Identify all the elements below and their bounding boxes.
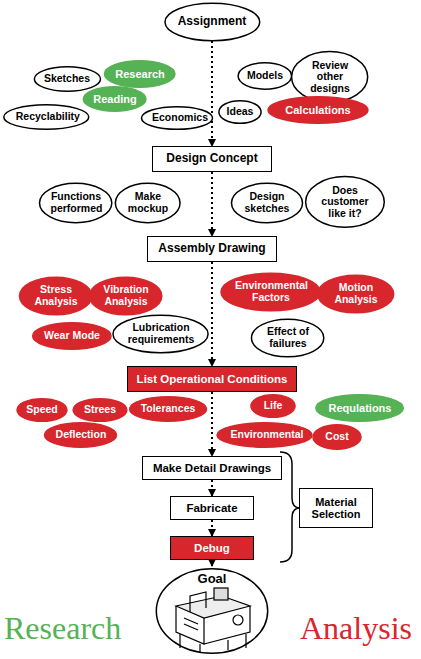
ellipse-node: Assignment — [163, 2, 262, 42]
node-label: Cost — [325, 431, 348, 443]
process-box: Material Selection — [299, 488, 373, 528]
process-box: Make Detail Drawings — [142, 456, 282, 480]
ellipse-node: Reading — [82, 86, 147, 112]
node-label: Effect of failures — [262, 326, 313, 349]
node-label: Requlations — [329, 402, 392, 414]
node-label: Deflection — [56, 429, 107, 441]
ellipse-node: Economics — [140, 106, 214, 130]
ellipse-node: Speed — [16, 398, 68, 422]
ellipse-node: Environmental — [215, 422, 314, 448]
process-box: List Operational Conditions — [127, 366, 297, 392]
node-label: Fabricate — [186, 502, 237, 515]
node-label: Reading — [93, 93, 136, 105]
node-label: Strees — [84, 404, 116, 416]
node-label: Design Concept — [166, 152, 257, 165]
ellipse-node: Sketches — [33, 66, 102, 92]
machine-sketch — [176, 588, 250, 652]
ellipse-node: Functions performed — [38, 182, 113, 224]
node-label: Research — [115, 68, 165, 80]
flow-arrow — [211, 480, 213, 496]
node-label: Models — [247, 70, 283, 82]
footer-label: Analysis — [300, 612, 412, 644]
ellipse-node: Does customer like it? — [304, 175, 386, 229]
footer-label: Research — [4, 612, 121, 644]
ellipse-node: Calculations — [266, 96, 370, 124]
node-label: Material Selection — [300, 496, 372, 520]
node-label: Does customer like it? — [317, 185, 373, 220]
flow-arrow — [211, 172, 213, 236]
node-label: Review other designs — [303, 60, 357, 95]
ellipse-node: Cost — [312, 424, 362, 450]
brace — [280, 452, 300, 562]
flow-arrow — [211, 392, 213, 456]
ellipse-node: Recyclability — [2, 104, 91, 130]
node-label: Lubrication requirements — [126, 322, 195, 345]
node-label: Recyclability — [16, 111, 77, 123]
node-label: Wear Mode — [44, 330, 100, 342]
ellipse-node: Lubrication requirements — [111, 314, 210, 354]
node-label: Stress Analysis — [30, 284, 81, 307]
process-box: Design Concept — [152, 146, 272, 172]
ellipse-node: Effect of failures — [250, 318, 325, 358]
ellipse-node: Life — [250, 394, 296, 418]
ellipse-node: Ideas — [218, 100, 262, 124]
goal-circle: Goal — [154, 566, 270, 656]
node-label: Vibration Analysis — [100, 284, 151, 307]
ellipse-node: Stress Analysis — [18, 276, 93, 316]
process-box: Fabricate — [170, 496, 254, 520]
ellipse-node: Motion Analysis — [316, 274, 395, 314]
flow-arrow — [211, 262, 213, 366]
ellipse-node: Research — [103, 60, 176, 88]
node-label: Assembly Drawing — [158, 242, 265, 255]
process-box: Debug — [170, 536, 254, 560]
node-label: Sketches — [44, 73, 90, 85]
ellipse-node: Review other designs — [290, 50, 369, 104]
node-label: Functions performed — [50, 191, 101, 214]
flow-arrow — [211, 560, 213, 566]
node-label: Tolerances — [141, 403, 196, 415]
process-box: Assembly Drawing — [147, 236, 277, 262]
node-label: Motion Analysis — [329, 282, 383, 305]
ellipse-node: Wear Mode — [31, 322, 113, 350]
node-label: Design sketches — [242, 191, 292, 214]
node-label: Ideas — [227, 106, 254, 118]
ellipse-node: Make mockup — [114, 182, 181, 224]
ellipse-node: Models — [237, 62, 293, 90]
node-label: Calculations — [285, 104, 350, 116]
flow-arrow — [211, 41, 213, 146]
node-label: Make Detail Drawings — [153, 462, 271, 475]
ellipse-node: Deflection — [43, 422, 118, 448]
node-label: Environmental Factors — [235, 280, 307, 303]
ellipse-node: Requlations — [314, 394, 405, 422]
node-label: Life — [264, 400, 283, 412]
node-label: Economics — [152, 112, 202, 124]
node-label: Speed — [26, 404, 58, 416]
ellipse-node: Environmental Factors — [219, 272, 322, 312]
node-label: List Operational Conditions — [137, 373, 288, 386]
node-label: Assignment — [178, 15, 247, 28]
ellipse-node: Tolerances — [128, 396, 208, 422]
node-label: Goal — [198, 572, 227, 586]
flow-arrow — [211, 520, 213, 536]
ellipse-node: Design sketches — [230, 182, 304, 224]
node-label: Make mockup — [125, 191, 170, 214]
node-label: Environmental — [230, 429, 299, 441]
ellipse-node: Vibration Analysis — [88, 276, 163, 316]
node-label: Debug — [194, 542, 230, 555]
ellipse-node: Strees — [72, 398, 128, 422]
